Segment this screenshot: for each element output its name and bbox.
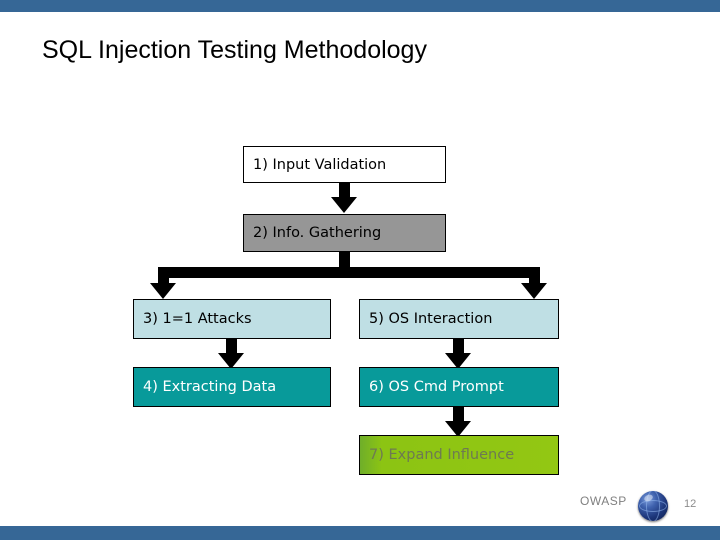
flow-node-6-label: 6) OS Cmd Prompt xyxy=(369,379,504,395)
flow-node-4-extracting-data[interactable]: 4) Extracting Data xyxy=(133,367,331,407)
globe-meridian-horizontal xyxy=(639,500,667,512)
flow-node-2-label: 2) Info. Gathering xyxy=(253,225,382,241)
flow-node-5-label: 5) OS Interaction xyxy=(369,311,493,327)
connector-2-split-bar xyxy=(158,267,540,278)
connector-6-to-7-arrowhead xyxy=(445,421,471,437)
connector-3-to-4-arrowhead xyxy=(218,353,244,369)
flow-node-6-os-cmd-prompt[interactable]: 6) OS Cmd Prompt xyxy=(359,367,559,407)
connector-1-to-2-arrowhead xyxy=(331,197,357,213)
page-number: 12 xyxy=(684,498,697,510)
connector-3-to-4-shaft xyxy=(226,339,237,355)
owasp-brand-text: OWASP xyxy=(580,494,627,508)
page-title: SQL Injection Testing Methodology xyxy=(42,36,427,64)
flow-node-1-input-validation[interactable]: 1) Input Validation xyxy=(243,146,446,183)
owasp-globe-icon xyxy=(638,491,668,521)
connector-2-to-3-arrowhead xyxy=(150,283,176,299)
flow-node-2-info-gathering[interactable]: 2) Info. Gathering xyxy=(243,214,446,252)
top-accent-bar xyxy=(0,0,720,12)
flow-node-4-label: 4) Extracting Data xyxy=(143,379,277,395)
connector-5-to-6-shaft xyxy=(453,339,464,355)
flow-node-5-os-interaction[interactable]: 5) OS Interaction xyxy=(359,299,559,339)
connector-2-split-shaft xyxy=(339,252,350,269)
flow-node-3-one-equals-one-attacks[interactable]: 3) 1=1 Attacks xyxy=(133,299,331,339)
connector-5-to-6-arrowhead xyxy=(445,353,471,369)
connector-2-to-5-arrowhead xyxy=(521,283,547,299)
flow-node-7-expand-influence[interactable]: 7) Expand Influence xyxy=(359,435,559,475)
connector-2-to-5-shaft xyxy=(529,267,540,285)
connector-6-to-7-shaft xyxy=(453,407,464,423)
connector-1-to-2-shaft xyxy=(339,183,350,199)
connector-2-to-3-shaft xyxy=(158,267,169,285)
flow-node-3-label: 3) 1=1 Attacks xyxy=(143,311,252,327)
flow-node-1-label: 1) Input Validation xyxy=(253,156,387,173)
bottom-accent-bar xyxy=(0,526,720,540)
flow-node-7-label: 7) Expand Influence xyxy=(369,447,515,463)
